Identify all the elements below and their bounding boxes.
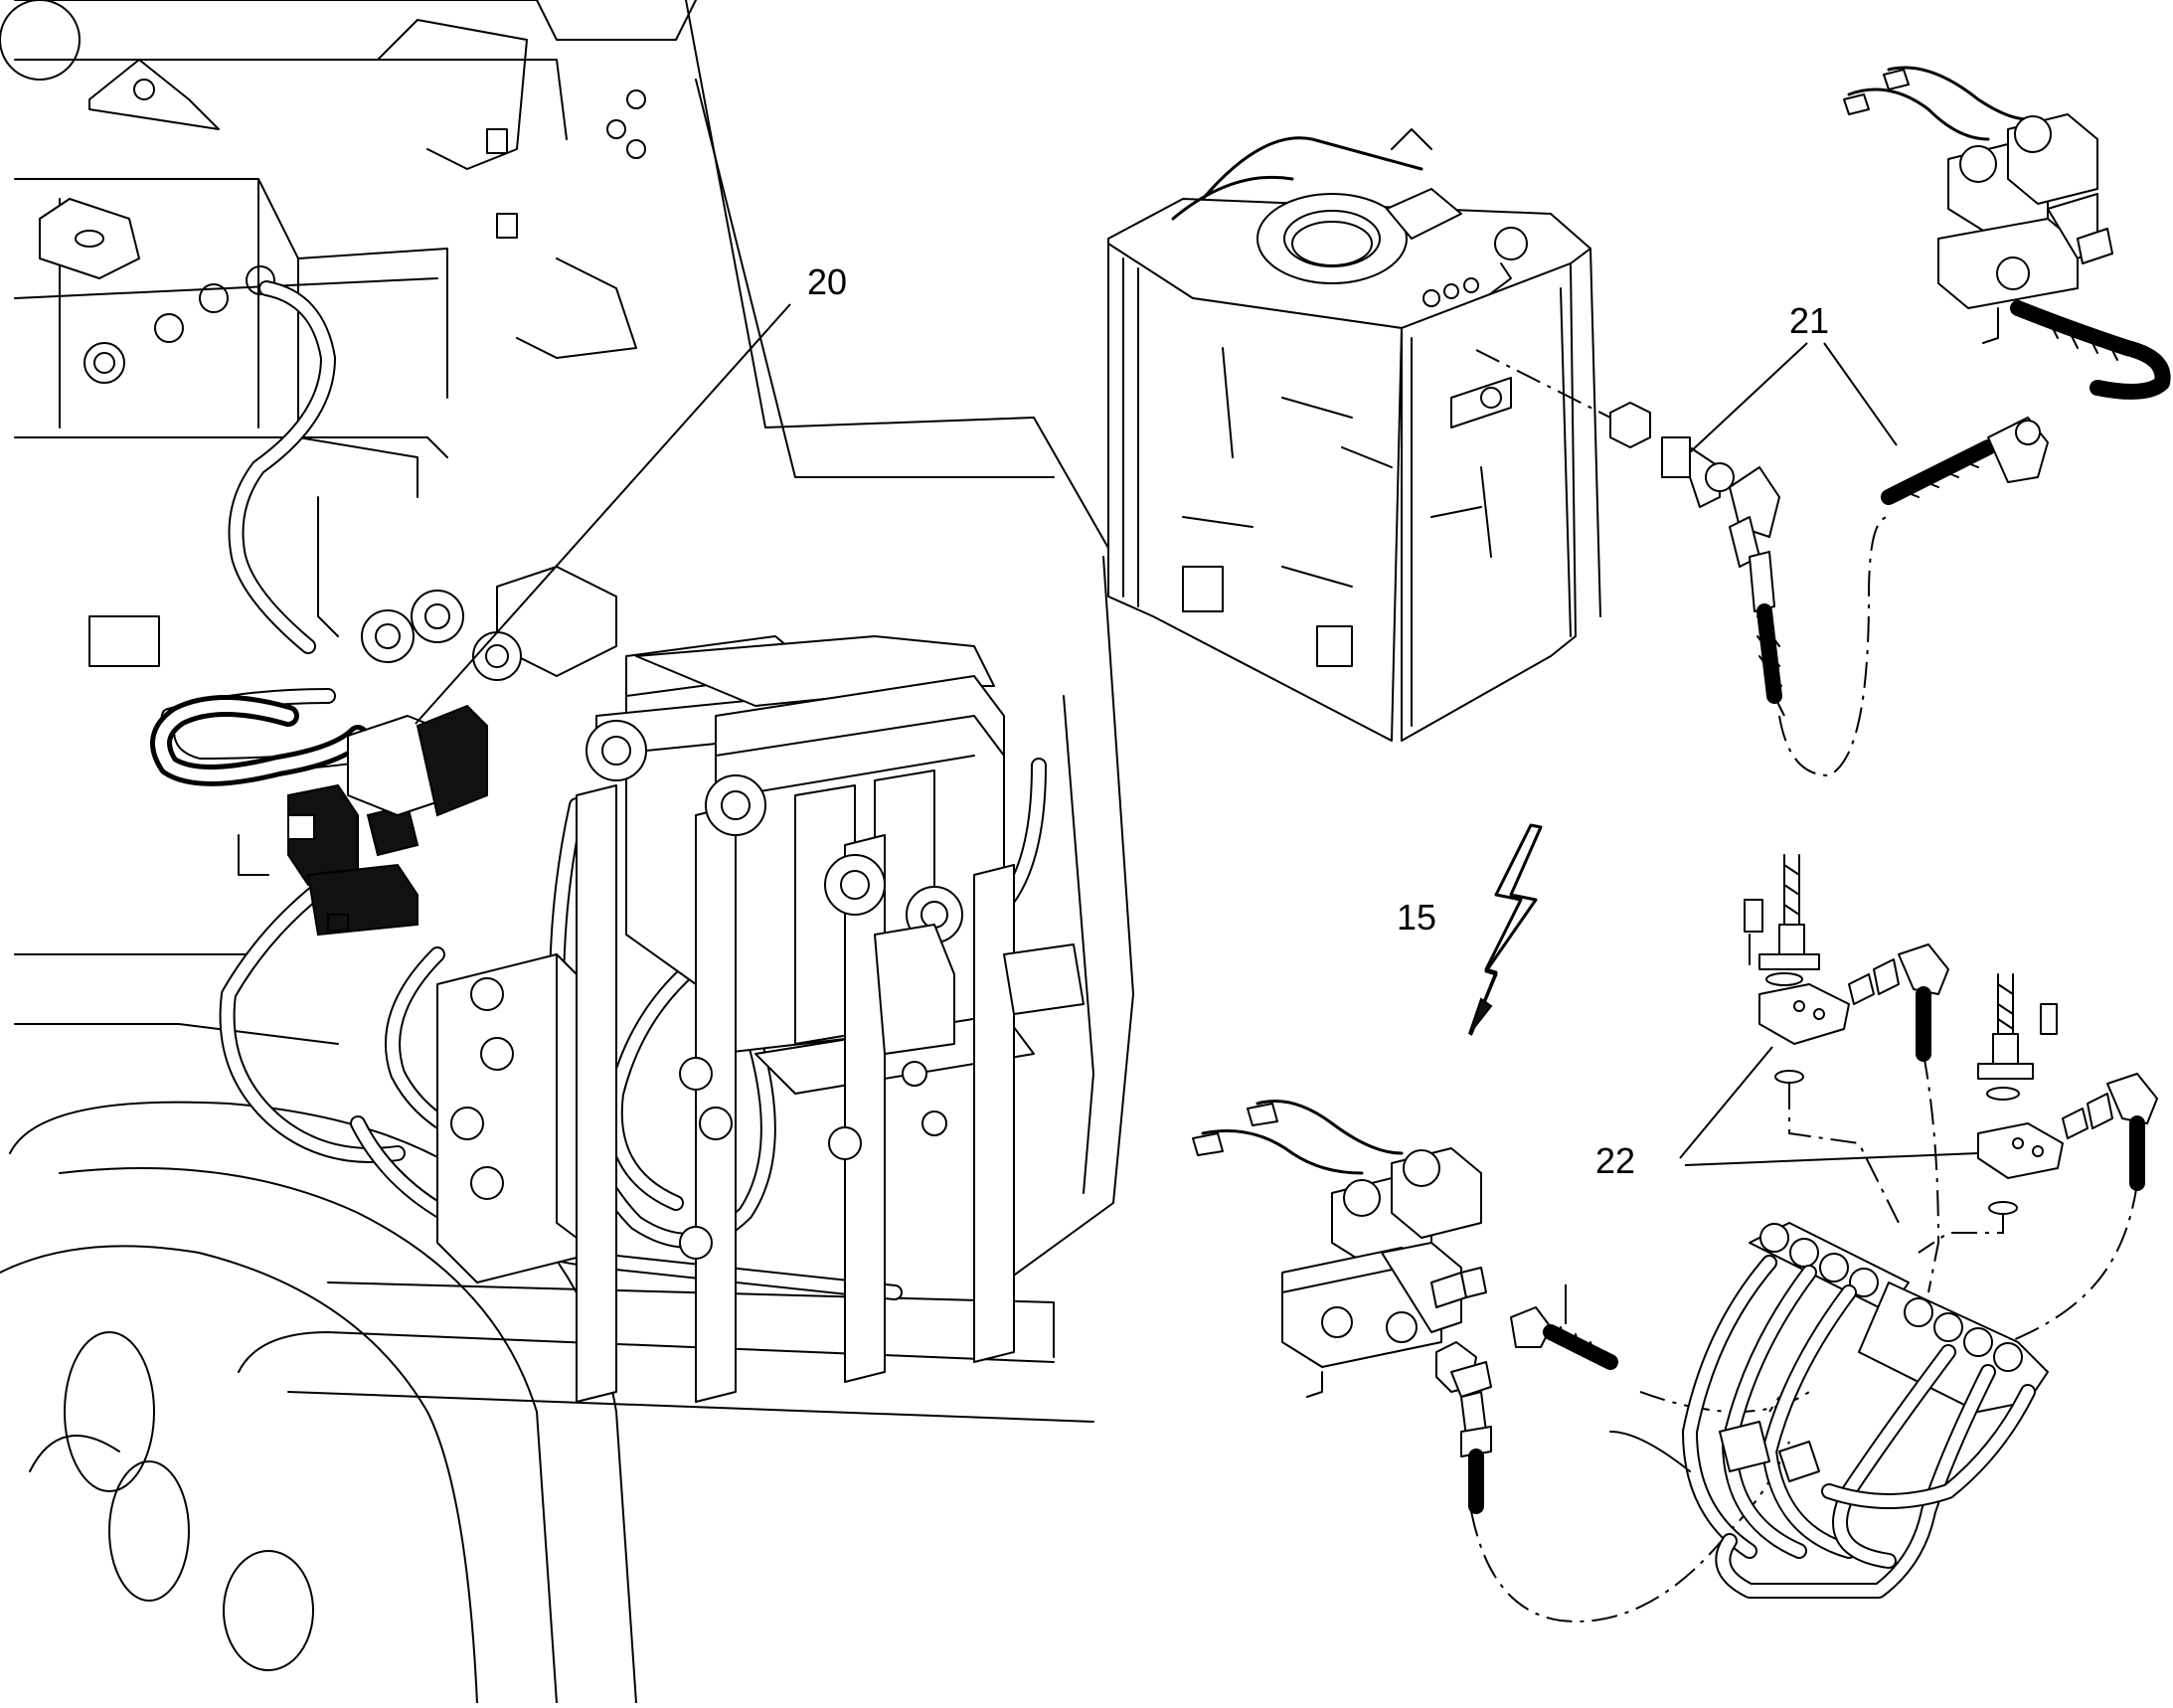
callout-22: 22 <box>1595 1140 1635 1181</box>
sensor-ports-22 <box>1744 854 2158 1215</box>
callout-20: 20 <box>807 261 847 302</box>
solenoid-valve-top <box>1843 66 2171 400</box>
hydraulic-tank <box>1107 128 1601 742</box>
leader-line-21b <box>1823 342 1898 446</box>
bottom-fittings-22 <box>1435 1284 1618 1514</box>
leader-line-21a <box>1689 342 1808 453</box>
distribution-manifold <box>1609 1222 2049 1599</box>
callout-21: 21 <box>1789 300 1829 341</box>
machine-frame <box>0 0 1134 1704</box>
tank-fittings-21 <box>1475 349 2049 777</box>
solenoid-valve-bottom <box>1192 1100 1487 1398</box>
leader-line-22b <box>1684 1152 1979 1166</box>
leader-line-20 <box>415 303 791 725</box>
leader-line-22a <box>1679 1046 1773 1159</box>
callout-15: 15 <box>1397 897 1436 938</box>
valve-block-assembly <box>361 566 1085 1403</box>
solenoid-valve-20 <box>150 695 488 937</box>
manifold-fittings <box>361 590 963 1260</box>
lightning-bolt-icon <box>1468 823 1543 1036</box>
